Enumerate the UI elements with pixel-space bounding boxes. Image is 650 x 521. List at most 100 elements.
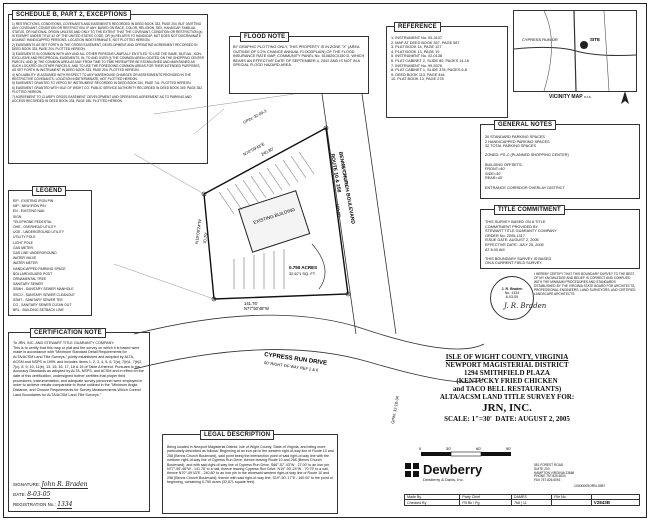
scale-tick-30: 30' bbox=[446, 446, 451, 451]
seal-name: J. R. Braden bbox=[501, 287, 523, 291]
signature-row: SIGNATURE: John R. Braden bbox=[13, 481, 88, 489]
legend-item: WATER VALVE bbox=[13, 256, 37, 261]
date-value-tb: AUGUST 2, 2005 bbox=[518, 415, 570, 423]
schedule-b-header: SCHEDULE B, PART 2, EXCEPTIONS bbox=[12, 10, 132, 20]
schedule-b-item: 4) NO LIABILITY IS ASSUMED WITH RESPECT … bbox=[12, 72, 191, 81]
general-note-line: ZONED: PS-C (PLANNED SHOPPING CENTER) bbox=[485, 153, 569, 158]
seal-number: No. 1334 bbox=[504, 291, 520, 295]
title-commitment-line: COMMITMENT PROVIDED BY bbox=[485, 224, 539, 229]
reference-item: 6. PLAT CABINET 2, SLIDE 80, PAGES 14-16 bbox=[391, 58, 470, 63]
legend-item: BOLLARD/GUARD POST bbox=[13, 271, 53, 276]
scale-tick-60: 60' bbox=[476, 446, 481, 451]
vicinity-road-label: CYPRESS RUN DR bbox=[522, 37, 558, 42]
title-commitment-header: TITLE COMMITMENT bbox=[494, 205, 565, 215]
certification-header: CERTIFICATION NOTE bbox=[30, 328, 106, 338]
legend-item: EIP - EXISTING IRON PIN bbox=[13, 199, 54, 203]
cypress-row-north bbox=[133, 314, 484, 350]
general-note-line: SIDE=40' bbox=[485, 171, 502, 176]
legend-item: CO - SANITARY SEWER CLEAN OUT bbox=[13, 303, 72, 308]
reference-item: 3. PLAT BOOK 14, PAGE 127 bbox=[391, 45, 442, 50]
drive-through bbox=[311, 243, 326, 290]
reference-item: 10. PLAT BOOK 13, PAGE 278 bbox=[391, 77, 444, 82]
general-notes-header: GENERAL NOTES bbox=[494, 120, 557, 130]
legend-item: ORNAMENTAL TREE bbox=[13, 277, 47, 282]
vicinity-map-scale: n.t.s. bbox=[583, 95, 592, 99]
legal-description-header: LEGAL DESCRIPTION bbox=[200, 430, 275, 440]
scale-date-row: SCALE: 1"=30' DATE: AUGUST 2, 2005 bbox=[372, 415, 642, 423]
title-line-6: ALTA/ACSM LAND TITLE SURVEY FOR: bbox=[439, 393, 575, 401]
bearing-right: S19°50'17"E bbox=[341, 163, 349, 187]
title-commitment-line: STEWART TITLE GUARANTY COMPANY bbox=[485, 229, 557, 234]
flood-note-text: BY GRAPHIC PLOTTING ONLY, THIS PROPERTY … bbox=[233, 45, 365, 68]
title-commitment-line: THIS BOUNDARY SURVEY IS BASED bbox=[485, 256, 552, 261]
legend-item: UTILITY POLE bbox=[13, 235, 36, 240]
seal-signature: J. R. Braden bbox=[504, 302, 546, 310]
dewberry-job: 10000009/JRN-3987 bbox=[574, 484, 606, 488]
info-cell bbox=[551, 499, 592, 506]
info-row-1: Made By Party Chief DAMES File No. bbox=[403, 494, 641, 500]
info-cell: 768 | 11 bbox=[510, 499, 553, 506]
schedule-b-item: 3) EASEMENTS IN COMMON WITH ANY AND ALL … bbox=[12, 51, 204, 73]
parcel-area-sf: 32,671 SQ. FT. bbox=[289, 271, 316, 276]
legend-item: SSCO - SANITARY SEWER CLEANOUT bbox=[13, 292, 75, 297]
schedule-b-item: 5) EASEMENT GRANTED TO VEPCO BY INSTRUME… bbox=[12, 81, 192, 86]
date-row: DATE: 8-03-05 bbox=[13, 491, 51, 499]
general-note-line: 2 HANDICAPPED PARKING SPACES bbox=[485, 139, 550, 144]
title-block: ISLE OF WIGHT COUNTY, VIRGINIA NEWPORT M… bbox=[372, 353, 642, 423]
vicinity-map-title: VICINITY MAP bbox=[549, 94, 583, 100]
seal-signature-text: J. R. Braden bbox=[504, 302, 547, 310]
registration-label: REGISTRATION No.: bbox=[13, 502, 56, 507]
dewberry-name: Dewberry bbox=[423, 462, 483, 477]
legend-item: UGE - UNDERGROUND UTILITY bbox=[13, 230, 65, 235]
parcel-area: 0.750 ACRES bbox=[289, 265, 317, 270]
registration-value: 1334 bbox=[57, 501, 73, 509]
parcel-boundary bbox=[203, 126, 349, 300]
general-note-line: ENTRANCE CORRIDOR OVERLAY DISTRICT bbox=[485, 185, 565, 190]
parking-stalls bbox=[218, 151, 315, 289]
certify-statement: I HEREBY CERTIFY THAT THIS BOUNDARY SURV… bbox=[534, 272, 637, 297]
legend-header: LEGEND bbox=[32, 186, 67, 196]
general-note-line: 32 TOTAL PARKING SPACES bbox=[485, 144, 536, 149]
date-label-tb: DATE: bbox=[495, 415, 517, 423]
north-arrow-icon bbox=[621, 91, 629, 104]
registration-row: REGISTRATION No.: 1334 bbox=[13, 501, 73, 509]
client-name: JRN, INC. bbox=[482, 402, 532, 414]
title-commitment-line: THIS SURVEY BASED ON A TITLE bbox=[485, 220, 546, 224]
dewberry-address-line: PHONE 757.826.6000 bbox=[534, 474, 566, 479]
general-note-line: REAR=40' bbox=[485, 176, 503, 181]
reference-item: 9. DEED BOOK 113, PAGE 444 bbox=[391, 72, 445, 77]
dewberry-logo-icon bbox=[405, 463, 419, 477]
existing-building bbox=[238, 190, 311, 253]
cypress-row-south bbox=[133, 349, 484, 383]
date-value: 8-03-05 bbox=[27, 491, 51, 499]
benns-church-row-west bbox=[321, 94, 357, 335]
legend-item: GAS METER bbox=[13, 245, 33, 250]
distance-bottom: 141.76' bbox=[244, 301, 258, 306]
vicinity-map-graphic: CYPRESS RUN DR SITE bbox=[513, 10, 637, 92]
bearing-bottom: N77°50'48"W bbox=[244, 306, 269, 311]
title-commitment-line: ORDER No. 2005-1317 bbox=[485, 233, 525, 238]
legend-item: SSMH - SANITARY SEWER MANHOLE bbox=[13, 287, 74, 292]
iron-pin-marker bbox=[201, 191, 207, 197]
survey-plan: ROUTE 10 & 258 BENNS CHURCH BOULEVARD CY… bbox=[113, 94, 484, 424]
adjacent-parcel-lines bbox=[113, 94, 295, 300]
reference-item: 8. PLAT CABINET 1, SLIDE 378, PAGES 6-8 bbox=[391, 68, 467, 73]
title-line-5: and TACO BELL RESTAURANTS) bbox=[452, 385, 562, 393]
scale-value: 1"=30' bbox=[471, 415, 492, 423]
title-line-1: ISLE OF WIGHT COUNTY, VIRGINIA bbox=[445, 353, 569, 361]
title-line-3: 1294 SMITHFIELD PLAZA bbox=[464, 369, 550, 377]
legal-description-box: Being located in Newport Magisterial Dis… bbox=[162, 434, 338, 514]
schedule-b-list: 1) RESTRICTIONS, CONDITIONS, COVENANTS A… bbox=[12, 22, 204, 103]
vicinity-site-label: SITE bbox=[590, 37, 600, 42]
legend-item: BRL - BUILDING SETBACK LINE bbox=[13, 308, 64, 313]
dewberry-address-line: FAX 757.826.6091 bbox=[534, 478, 561, 483]
info-table: Made By Party Chief DAMES File No. Check… bbox=[403, 494, 641, 506]
